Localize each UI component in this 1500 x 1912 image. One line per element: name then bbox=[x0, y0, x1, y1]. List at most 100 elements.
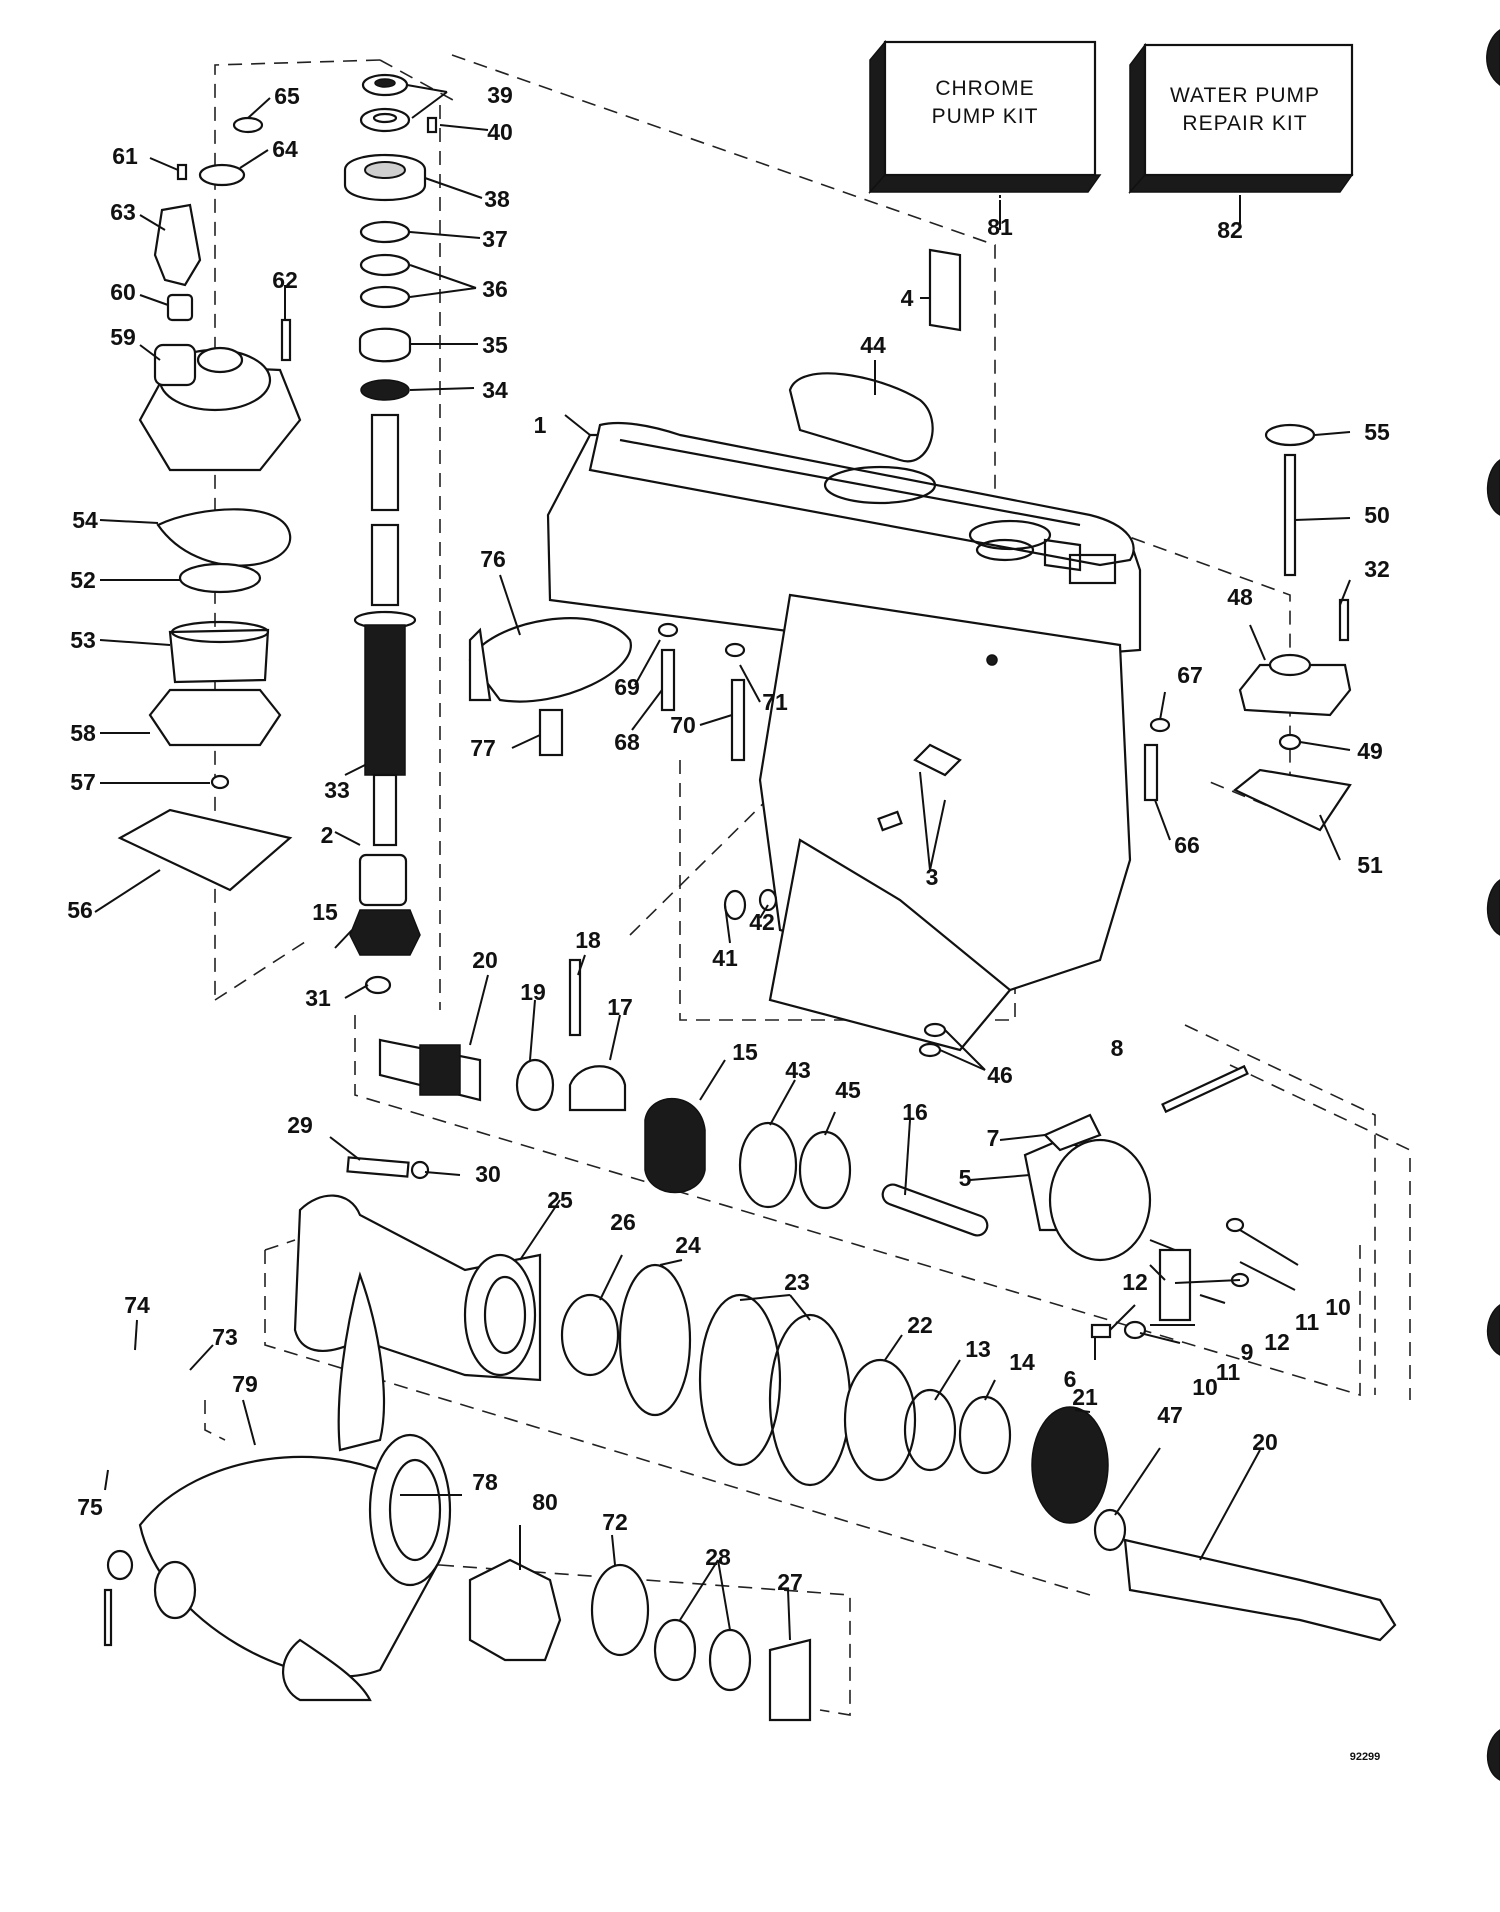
callout-37: 37 bbox=[482, 226, 508, 252]
callout-40: 40 bbox=[487, 119, 513, 145]
callout-57: 57 bbox=[70, 769, 96, 795]
callout-7: 7 bbox=[987, 1125, 1000, 1151]
callout-28: 28 bbox=[705, 1544, 731, 1570]
callout-11b: 11 bbox=[1216, 1359, 1241, 1385]
callout-5: 5 bbox=[959, 1165, 972, 1191]
callout-36: 36 bbox=[482, 276, 508, 302]
callout-39: 39 bbox=[487, 82, 513, 108]
callout-34: 34 bbox=[482, 377, 508, 403]
callout-19: 19 bbox=[520, 979, 546, 1005]
callout-1: 1 bbox=[534, 412, 547, 438]
callout-2: 2 bbox=[321, 822, 334, 848]
gearcase-housing bbox=[546, 421, 1142, 1052]
callout-21: 21 bbox=[1072, 1384, 1098, 1410]
callout-10b: 10 bbox=[1192, 1374, 1218, 1400]
callout-62: 62 bbox=[272, 267, 298, 293]
callout-46: 46 bbox=[987, 1062, 1013, 1088]
callout-35: 35 bbox=[482, 332, 508, 358]
callout-38: 38 bbox=[484, 186, 510, 212]
callout-76: 76 bbox=[480, 546, 506, 572]
callout-44: 44 bbox=[860, 332, 886, 358]
water-pump-kit-line2: REPAIR KIT bbox=[1182, 112, 1307, 135]
callout-9: 9 bbox=[1241, 1339, 1254, 1365]
callout-58: 58 bbox=[70, 720, 96, 746]
callout-70: 70 bbox=[670, 712, 696, 738]
callout-56: 56 bbox=[67, 897, 93, 923]
callout-12b: 12 bbox=[1264, 1329, 1290, 1355]
callout-26: 26 bbox=[610, 1209, 636, 1235]
callout-60: 60 bbox=[110, 279, 136, 305]
callout-29: 29 bbox=[287, 1112, 313, 1138]
callout-4: 4 bbox=[901, 285, 914, 311]
part-shapes bbox=[103, 73, 1397, 1722]
leader-lines bbox=[94, 84, 1351, 1641]
binder-marks bbox=[1486, 29, 1500, 1781]
chrome-pump-kit-line1: CHROME bbox=[935, 77, 1034, 100]
callout-27: 27 bbox=[777, 1569, 803, 1595]
figure-code: 92299 bbox=[1350, 1751, 1381, 1763]
callout-65: 65 bbox=[274, 83, 300, 109]
chrome-pump-kit-box: CHROME PUMP KIT bbox=[868, 39, 1102, 194]
callout-24: 24 bbox=[675, 1232, 701, 1258]
callout-20b: 20 bbox=[1252, 1429, 1278, 1455]
callout-52: 52 bbox=[70, 567, 96, 593]
callout-33: 33 bbox=[324, 777, 350, 803]
callout-72: 72 bbox=[602, 1509, 628, 1535]
callout-74: 74 bbox=[124, 1292, 150, 1318]
callout-55: 55 bbox=[1364, 419, 1390, 445]
callout-81: 81 bbox=[987, 214, 1013, 240]
callout-48: 48 bbox=[1227, 584, 1253, 610]
callout-54: 54 bbox=[72, 507, 98, 533]
callout-75: 75 bbox=[77, 1494, 103, 1520]
callout-42: 42 bbox=[749, 909, 775, 935]
callout-53: 53 bbox=[70, 627, 96, 653]
callout-15a: 15 bbox=[312, 899, 338, 925]
callout-77: 77 bbox=[470, 735, 496, 761]
callout-82: 82 bbox=[1217, 217, 1243, 243]
callout-31: 31 bbox=[305, 985, 331, 1011]
callout-64: 64 bbox=[272, 136, 298, 162]
callout-78: 78 bbox=[472, 1469, 498, 1495]
callout-45: 45 bbox=[835, 1077, 861, 1103]
callout-69: 69 bbox=[614, 674, 640, 700]
callout-18: 18 bbox=[575, 927, 601, 953]
callout-12a: 12 bbox=[1122, 1269, 1148, 1295]
callout-71: 71 bbox=[762, 689, 788, 715]
callout-15b: 15 bbox=[732, 1039, 758, 1065]
callout-numbers: 1 2 3 4 5 6 7 8 9 10 10 11 11 12 12 13 1… bbox=[67, 82, 1390, 1595]
callout-59: 59 bbox=[110, 324, 136, 350]
callout-32: 32 bbox=[1364, 556, 1390, 582]
water-pump-kit-line1: WATER PUMP bbox=[1170, 84, 1320, 107]
callout-11a: 11 bbox=[1295, 1309, 1320, 1335]
callout-73: 73 bbox=[212, 1324, 238, 1350]
callout-6: 6 bbox=[1064, 1366, 1077, 1392]
callout-49: 49 bbox=[1357, 738, 1383, 764]
callout-20a: 20 bbox=[472, 947, 498, 973]
callout-51: 51 bbox=[1357, 852, 1383, 878]
callout-68: 68 bbox=[614, 729, 640, 755]
callout-41: 41 bbox=[712, 945, 738, 971]
chrome-pump-kit-line2: PUMP KIT bbox=[932, 105, 1039, 128]
callout-10a: 10 bbox=[1325, 1294, 1351, 1320]
callout-14: 14 bbox=[1009, 1349, 1035, 1375]
water-pump-repair-kit-box: WATER PUMP REPAIR KIT bbox=[1128, 42, 1354, 194]
callout-30: 30 bbox=[475, 1161, 501, 1187]
callout-8: 8 bbox=[1111, 1035, 1124, 1061]
callout-23: 23 bbox=[784, 1269, 810, 1295]
callout-22: 22 bbox=[907, 1312, 933, 1338]
callout-17: 17 bbox=[607, 994, 633, 1020]
callout-16: 16 bbox=[902, 1099, 928, 1125]
callout-67: 67 bbox=[1177, 662, 1203, 688]
callout-13: 13 bbox=[965, 1336, 991, 1362]
callout-3: 3 bbox=[926, 864, 939, 890]
callout-43: 43 bbox=[785, 1057, 811, 1083]
callout-47: 47 bbox=[1157, 1402, 1183, 1428]
callout-79: 79 bbox=[232, 1371, 258, 1397]
callout-66: 66 bbox=[1174, 832, 1200, 858]
callout-80: 80 bbox=[532, 1489, 558, 1515]
callout-50: 50 bbox=[1364, 502, 1390, 528]
callout-63: 63 bbox=[110, 199, 136, 225]
callout-61: 61 bbox=[112, 143, 138, 169]
callout-25: 25 bbox=[547, 1187, 573, 1213]
